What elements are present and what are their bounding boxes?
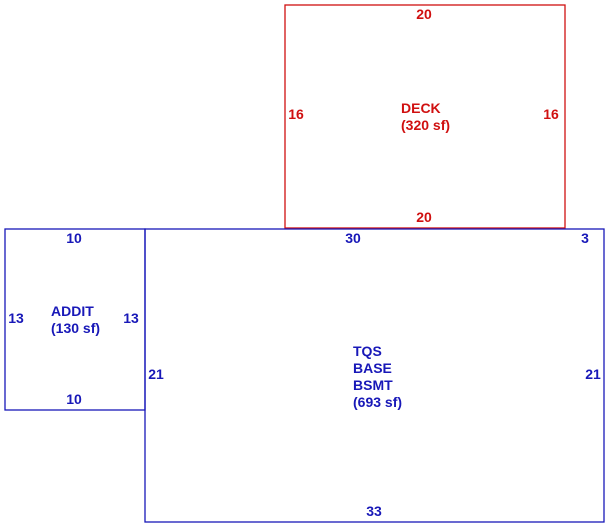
main-top-right-dimension: 3 — [581, 230, 589, 246]
addition-left-dimension: 13 — [8, 310, 24, 326]
addition-area: 10 13 13 10 ADDIT (130 sf) — [4, 228, 146, 411]
main-label-line2: BASE — [353, 360, 392, 376]
main-area: 30 3 21 21 33 TQS BASE BSMT (693 sf) — [144, 228, 605, 523]
deck-outline — [284, 4, 566, 229]
addition-top-dimension: 10 — [66, 230, 82, 246]
deck-left-dimension: 16 — [288, 106, 304, 122]
deck-area-label: (320 sf) — [401, 117, 450, 133]
main-label-line1: TQS — [353, 343, 382, 359]
main-right-dimension: 21 — [585, 366, 601, 382]
main-left-dimension: 21 — [148, 366, 164, 382]
deck-bottom-dimension: 20 — [416, 209, 432, 225]
main-bottom-dimension: 33 — [366, 503, 382, 519]
deck-right-dimension: 16 — [543, 106, 559, 122]
main-area-label: (693 sf) — [353, 394, 402, 410]
addition-label: ADDIT — [51, 303, 94, 319]
deck-area: 20 16 16 20 DECK (320 sf) — [284, 4, 566, 229]
main-label-line3: BSMT — [353, 377, 393, 393]
addition-bottom-dimension: 10 — [66, 391, 82, 407]
main-outline — [144, 228, 605, 523]
addition-right-dimension: 13 — [123, 310, 139, 326]
deck-label: DECK — [401, 100, 441, 116]
addition-area-label: (130 sf) — [51, 320, 100, 336]
deck-top-dimension: 20 — [416, 6, 432, 22]
main-top-dimension: 30 — [345, 230, 361, 246]
